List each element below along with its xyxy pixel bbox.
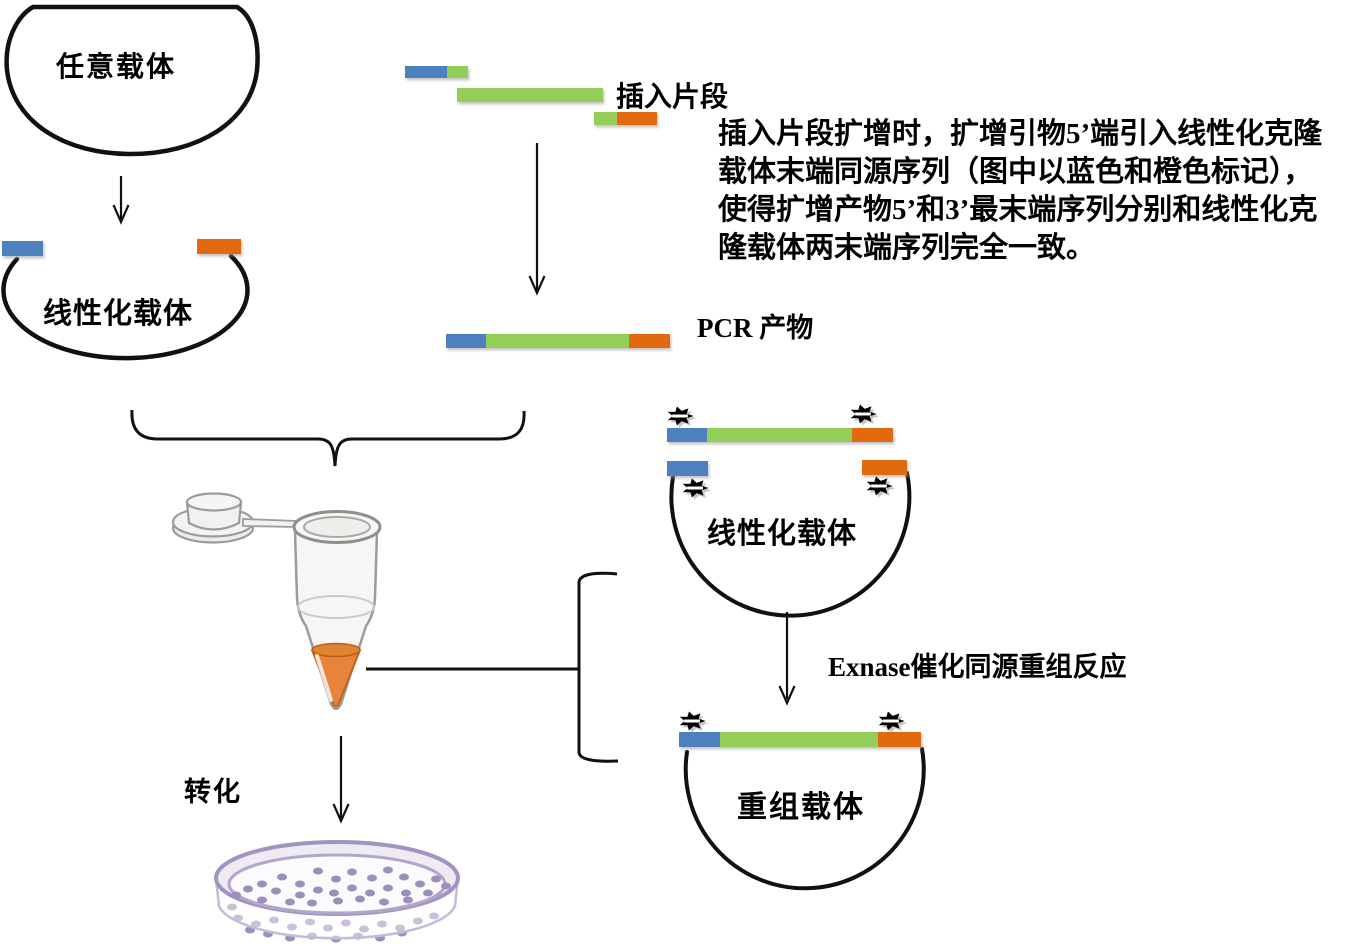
pcr-bar-orange (629, 334, 670, 348)
grouping-brace (130, 409, 526, 467)
linearized-vector-left-arc (1, 253, 250, 361)
homology-bar-blue (2, 241, 43, 256)
recomb-bar-blue (679, 732, 720, 747)
primer2-bar-orange (617, 112, 657, 125)
arrow-recombination (778, 612, 796, 706)
tube-liquid-highlight (315, 654, 333, 702)
transformation-label: 转化 (184, 777, 242, 807)
tube-body (293, 531, 379, 711)
tube-shoulder-line (297, 595, 375, 619)
primer2-bar-green (594, 112, 617, 125)
linearized-vector-right-arc (669, 471, 912, 618)
description-line-2: 载体末端同源序列（图中以蓝色和橙色标记）， (718, 156, 1313, 188)
exnase-star-icon (878, 711, 908, 733)
primer-bar-green (447, 66, 468, 78)
linearized-vector-left-homology-bars (2, 239, 241, 256)
exnase-star-icon (682, 478, 712, 500)
pcr-bar-blue (446, 334, 486, 348)
arrow-to-linearized-vector (112, 176, 130, 225)
arrow-to-pcr-product (528, 143, 546, 296)
colony-dots (231, 866, 451, 907)
description-text: 插入片段扩增时，扩增引物5’端引入线性化克隆 载体末端同源序列（图中以蓝色和橙色… (718, 115, 1322, 267)
bar-orange (852, 428, 893, 442)
pcr-bar-green (486, 334, 629, 348)
tube-liquid-surface (311, 642, 361, 658)
primer-bar-blue (405, 66, 447, 78)
tube-rim-inner (303, 516, 371, 538)
vector-end-blue (667, 461, 708, 476)
exnase-star-icon (850, 404, 880, 426)
description-line-3: 使得扩增产物5’和3’最末端序列分别和线性化克 (718, 194, 1318, 226)
insert-fragment-label: 插入片段 (616, 82, 729, 113)
vector-end-orange (862, 460, 907, 475)
pcr-product-label: PCR 产物 (697, 313, 814, 343)
pcr-product-bar (446, 334, 670, 348)
exnase-reaction-label: Exnase催化同源重组反应 (828, 652, 1127, 682)
description-line-4: 隆载体两末端序列完全一致。 (718, 232, 1096, 264)
arbitrary-vector-label: 任意载体 (56, 52, 177, 83)
exnase-pcr-product-bar (667, 428, 893, 442)
insert-fragment-bars (405, 66, 657, 125)
exnase-star-icon (866, 476, 896, 498)
linearized-vector-right-label: 线性化载体 (707, 518, 858, 550)
recombinant-vector-bar (679, 732, 921, 747)
insert-bar-green (457, 88, 603, 102)
exnase-star-icon (667, 406, 697, 428)
description-line-1: 插入片段扩增时，扩增引物5’端引入线性化克隆 (718, 118, 1323, 150)
recomb-bar-green (720, 732, 878, 747)
arrow-transformation (332, 736, 350, 824)
homology-bar-orange (197, 239, 241, 254)
exnase-star-icon (679, 711, 709, 733)
tube-liquid (311, 649, 361, 708)
tube-cap-top (185, 492, 243, 512)
linearized-vector-right-bars (667, 460, 907, 476)
bar-green (707, 428, 852, 442)
right-group-bracket (577, 571, 619, 763)
bar-blue (667, 428, 707, 442)
arbitrary-vector-shape (4, 4, 260, 157)
recombinant-vector-arc (683, 747, 926, 891)
tube-cap-hinge (242, 518, 298, 528)
linearized-vector-left-label: 线性化载体 (43, 298, 194, 330)
microcentrifuge-tube (171, 492, 382, 711)
recombinant-vector-label: 重组载体 (737, 791, 865, 824)
recomb-bar-orange (878, 732, 921, 747)
petri-dish (214, 840, 460, 943)
